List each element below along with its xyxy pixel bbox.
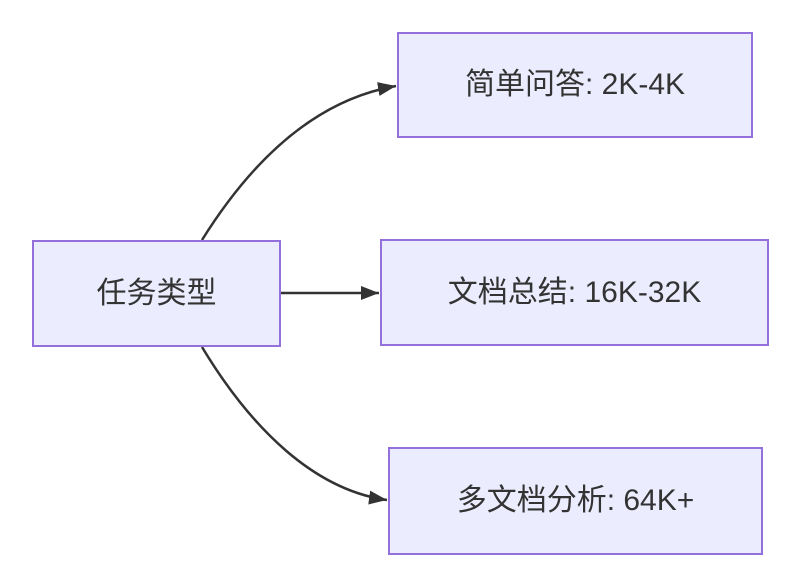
node-simple-qa-label: 简单问答: 2K-4K xyxy=(464,68,686,101)
node-task-type: 任务类型 xyxy=(32,240,281,347)
node-task-type-label: 任务类型 xyxy=(96,276,217,310)
edge-task-type-to-simple-qa xyxy=(200,82,397,241)
node-simple-qa: 简单问答: 2K-4K xyxy=(397,32,753,138)
edge-task-type-to-multi-doc-analysis xyxy=(200,346,388,505)
node-doc-summary: 文档总结: 16K-32K xyxy=(380,239,769,346)
node-multi-doc-analysis: 多文档分析: 64K+ xyxy=(388,447,763,555)
node-multi-doc-analysis-label: 多文档分析: 64K+ xyxy=(456,484,695,517)
node-doc-summary-label: 文档总结: 16K-32K xyxy=(447,275,702,309)
